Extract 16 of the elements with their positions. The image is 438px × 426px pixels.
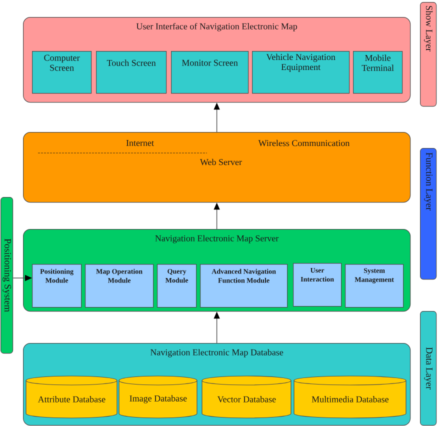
database-cylinder: Image Database bbox=[118, 376, 198, 418]
device-box: Touch Screen bbox=[96, 51, 167, 94]
database-cylinder: Multimedia Database bbox=[294, 376, 406, 418]
layer-band: Show Layer bbox=[420, 2, 437, 107]
database-cylinder: Vector Database bbox=[202, 376, 292, 418]
layer-band: Data Layer bbox=[420, 311, 437, 426]
network-label: Wireless Communication bbox=[258, 140, 350, 146]
server-title: Web Server bbox=[200, 158, 242, 166]
layer-band: Positioning System bbox=[0, 197, 14, 354]
device-box: Mobile Terminal bbox=[353, 51, 403, 94]
database-cylinder: Attribute Database bbox=[26, 376, 118, 418]
network-label: Internet bbox=[126, 140, 154, 146]
device-box: Vehicle Navigation Equipment bbox=[252, 51, 350, 94]
device-box: Monitor Screen bbox=[171, 51, 249, 94]
device-box: Computer Screen bbox=[32, 51, 92, 94]
layer-band: Function Layer bbox=[420, 148, 437, 280]
